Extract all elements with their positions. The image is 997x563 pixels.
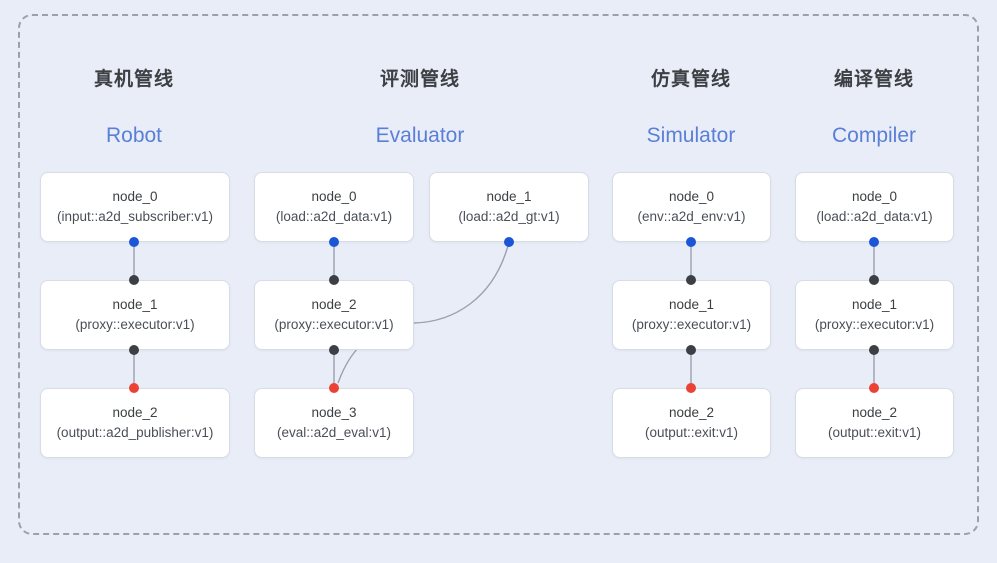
node-name-label: node_1 xyxy=(112,297,158,313)
node-spec-label: (output::a2d_publisher:v1) xyxy=(56,425,214,440)
node-name-label: node_1 xyxy=(486,189,532,205)
node-name-label: node_1 xyxy=(668,297,715,313)
node-name-label: node_3 xyxy=(311,405,357,421)
column-title-cn-robot: 真机管线 xyxy=(93,69,174,90)
node-name-label: node_2 xyxy=(668,405,715,421)
node-name-label: node_0 xyxy=(112,189,158,205)
node-spec-label: (load::a2d_gt:v1) xyxy=(458,209,560,224)
node-box-eval-node-1[interactable]: node_1(load::a2d_gt:v1) xyxy=(429,172,589,242)
node-box-robot-node-0[interactable]: node_0(input::a2d_subscriber:v1) xyxy=(40,172,230,242)
node-name-label: node_2 xyxy=(112,405,158,421)
node-box-comp-node-1[interactable]: node_1(proxy::executor:v1) xyxy=(795,280,954,350)
node-spec-label: (output::exit:v1) xyxy=(644,425,739,440)
node-box-comp-node-2[interactable]: node_2(output::exit:v1) xyxy=(795,388,954,458)
node-spec-label: (load::a2d_data:v1) xyxy=(275,209,393,224)
column-title-cn-compiler: 编译管线 xyxy=(833,69,914,90)
node-spec-label: (proxy::executor:v1) xyxy=(274,317,394,332)
node-name-label: node_1 xyxy=(851,297,898,313)
node-box-eval-node-2[interactable]: node_2(proxy::executor:v1) xyxy=(254,280,414,350)
column-title-en-robot: Robot xyxy=(105,124,163,147)
column-title-cn-evaluator: 评测管线 xyxy=(379,69,460,90)
node-spec-label: (proxy::executor:v1) xyxy=(75,317,195,332)
node-box-comp-node-0[interactable]: node_0(load::a2d_data:v1) xyxy=(795,172,954,242)
node-box-robot-node-2[interactable]: node_2(output::a2d_publisher:v1) xyxy=(40,388,230,458)
column-title-en-simulator: Simulator xyxy=(646,124,736,147)
node-spec-label: (load::a2d_data:v1) xyxy=(816,209,933,224)
node-box-eval-node-0[interactable]: node_0(load::a2d_data:v1) xyxy=(254,172,414,242)
node-name-label: node_0 xyxy=(851,189,898,205)
node-spec-label: (proxy::executor:v1) xyxy=(631,317,752,332)
column-title-en-compiler: Compiler xyxy=(831,124,917,147)
node-spec-label: (eval::a2d_eval:v1) xyxy=(276,425,392,440)
column-title-cn-simulator: 仿真管线 xyxy=(650,69,731,90)
node-spec-label: (input::a2d_subscriber:v1) xyxy=(56,209,214,224)
node-box-sim-node-1[interactable]: node_1(proxy::executor:v1) xyxy=(612,280,771,350)
node-spec-label: (env::a2d_env:v1) xyxy=(637,209,746,224)
node-name-label: node_2 xyxy=(851,405,898,421)
node-spec-label: (proxy::executor:v1) xyxy=(814,317,935,332)
node-name-label: node_0 xyxy=(311,189,357,205)
column-title-en-evaluator: Evaluator xyxy=(375,124,465,147)
node-box-eval-node-3[interactable]: node_3(eval::a2d_eval:v1) xyxy=(254,388,414,458)
node-name-label: node_2 xyxy=(311,297,357,313)
node-name-label: node_0 xyxy=(668,189,715,205)
node-box-sim-node-0[interactable]: node_0(env::a2d_env:v1) xyxy=(612,172,771,242)
node-spec-label: (output::exit:v1) xyxy=(827,425,922,440)
node-box-sim-node-2[interactable]: node_2(output::exit:v1) xyxy=(612,388,771,458)
node-box-robot-node-1[interactable]: node_1(proxy::executor:v1) xyxy=(40,280,230,350)
